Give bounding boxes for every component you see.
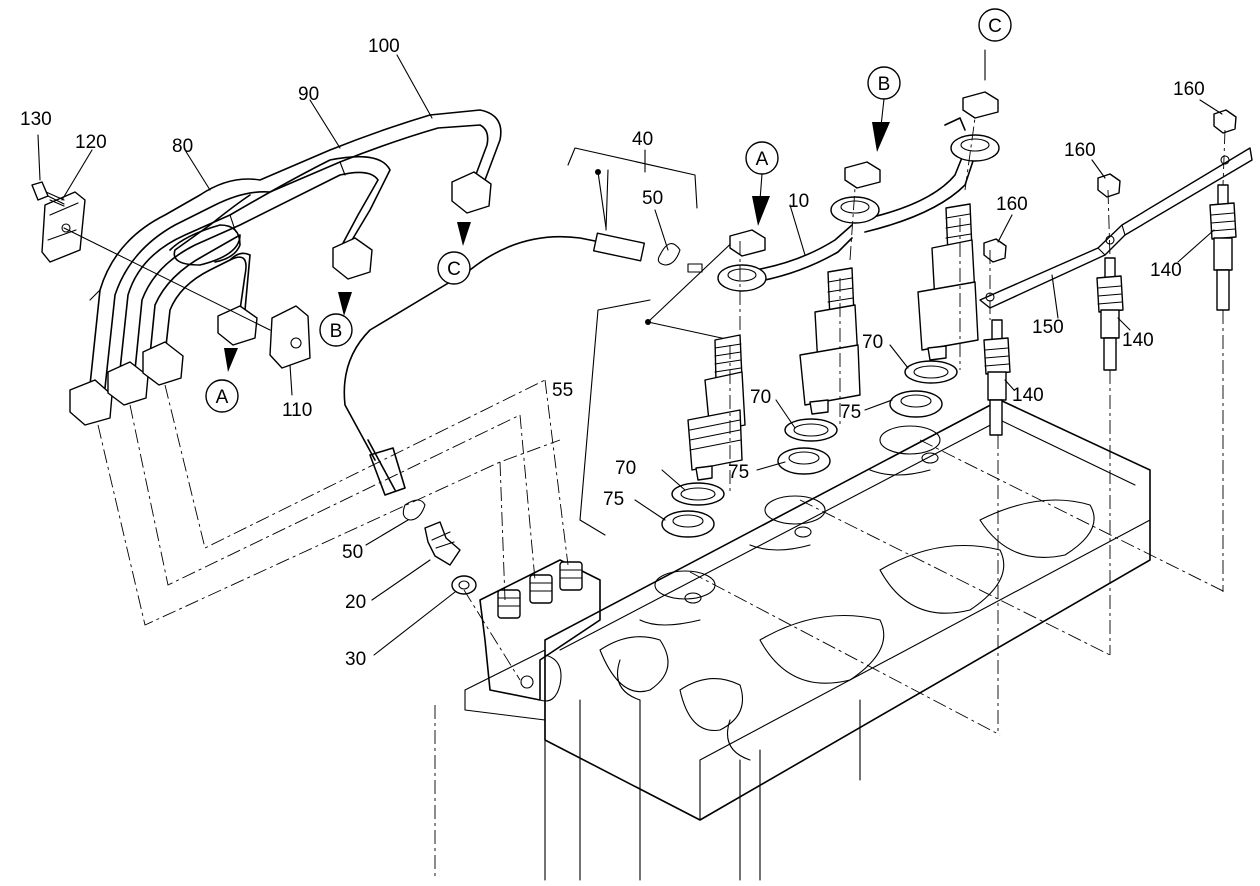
connector-b-left: B <box>319 292 353 347</box>
callout-10: 10 <box>788 191 809 212</box>
callout-140-c: 140 <box>1150 260 1182 281</box>
callout-120: 120 <box>75 132 107 153</box>
callout-75-c: 75 <box>840 402 861 423</box>
connector-a-top-label: A <box>756 149 769 170</box>
injection-pump <box>479 559 601 702</box>
connector-b-top-label: B <box>878 74 891 95</box>
callout-70-c: 70 <box>862 332 883 353</box>
callout-55: 55 <box>552 380 573 401</box>
connector-b-top: B <box>867 66 901 152</box>
callout-80: 80 <box>172 136 193 157</box>
connector-a-left-label: A <box>216 387 229 408</box>
callout-160-a: 160 <box>996 194 1028 215</box>
fuel-fittings <box>424 521 477 595</box>
callout-150: 150 <box>1032 317 1064 338</box>
connector-c-left-label: C <box>447 259 461 280</box>
callout-160-c: 160 <box>1173 79 1205 100</box>
leak-off-hose <box>343 147 741 536</box>
leader-lines <box>37 49 1223 656</box>
line-clamps <box>31 181 311 369</box>
injectors <box>687 91 1000 481</box>
injection-lines <box>69 109 502 426</box>
callout-75-b: 75 <box>728 462 749 483</box>
injector-seals <box>661 360 958 538</box>
connector-c-top: C <box>978 8 1012 42</box>
callout-75-a: 75 <box>603 489 624 510</box>
part-callouts: 130 120 80 90 100 110 40 50 10 55 50 20 … <box>20 36 1205 670</box>
callout-110: 110 <box>282 400 312 421</box>
callout-40: 40 <box>632 129 653 150</box>
connector-markers: A B C A B C <box>205 8 1012 413</box>
connector-b-left-label: B <box>330 321 343 342</box>
callout-90: 90 <box>298 84 319 105</box>
cylinder-head <box>434 399 1151 881</box>
connector-c-top-label: C <box>988 16 1002 37</box>
callout-50-bottom: 50 <box>342 542 363 563</box>
callout-30: 30 <box>345 649 366 670</box>
callout-70-b: 70 <box>750 387 771 408</box>
callout-140-b: 140 <box>1122 330 1154 351</box>
callout-20: 20 <box>345 592 366 613</box>
callout-130: 130 <box>20 109 52 130</box>
connector-c-left: C <box>437 222 471 285</box>
alignment-lines <box>97 117 1226 736</box>
callout-50-top: 50 <box>642 188 663 209</box>
callout-140-a: 140 <box>1012 385 1044 406</box>
callout-70-a: 70 <box>615 458 636 479</box>
glow-plugs <box>979 109 1253 436</box>
connector-a-left: A <box>205 348 239 413</box>
connector-a-top: A <box>745 141 779 226</box>
callout-100: 100 <box>368 36 400 57</box>
callout-160-b: 160 <box>1064 140 1096 161</box>
